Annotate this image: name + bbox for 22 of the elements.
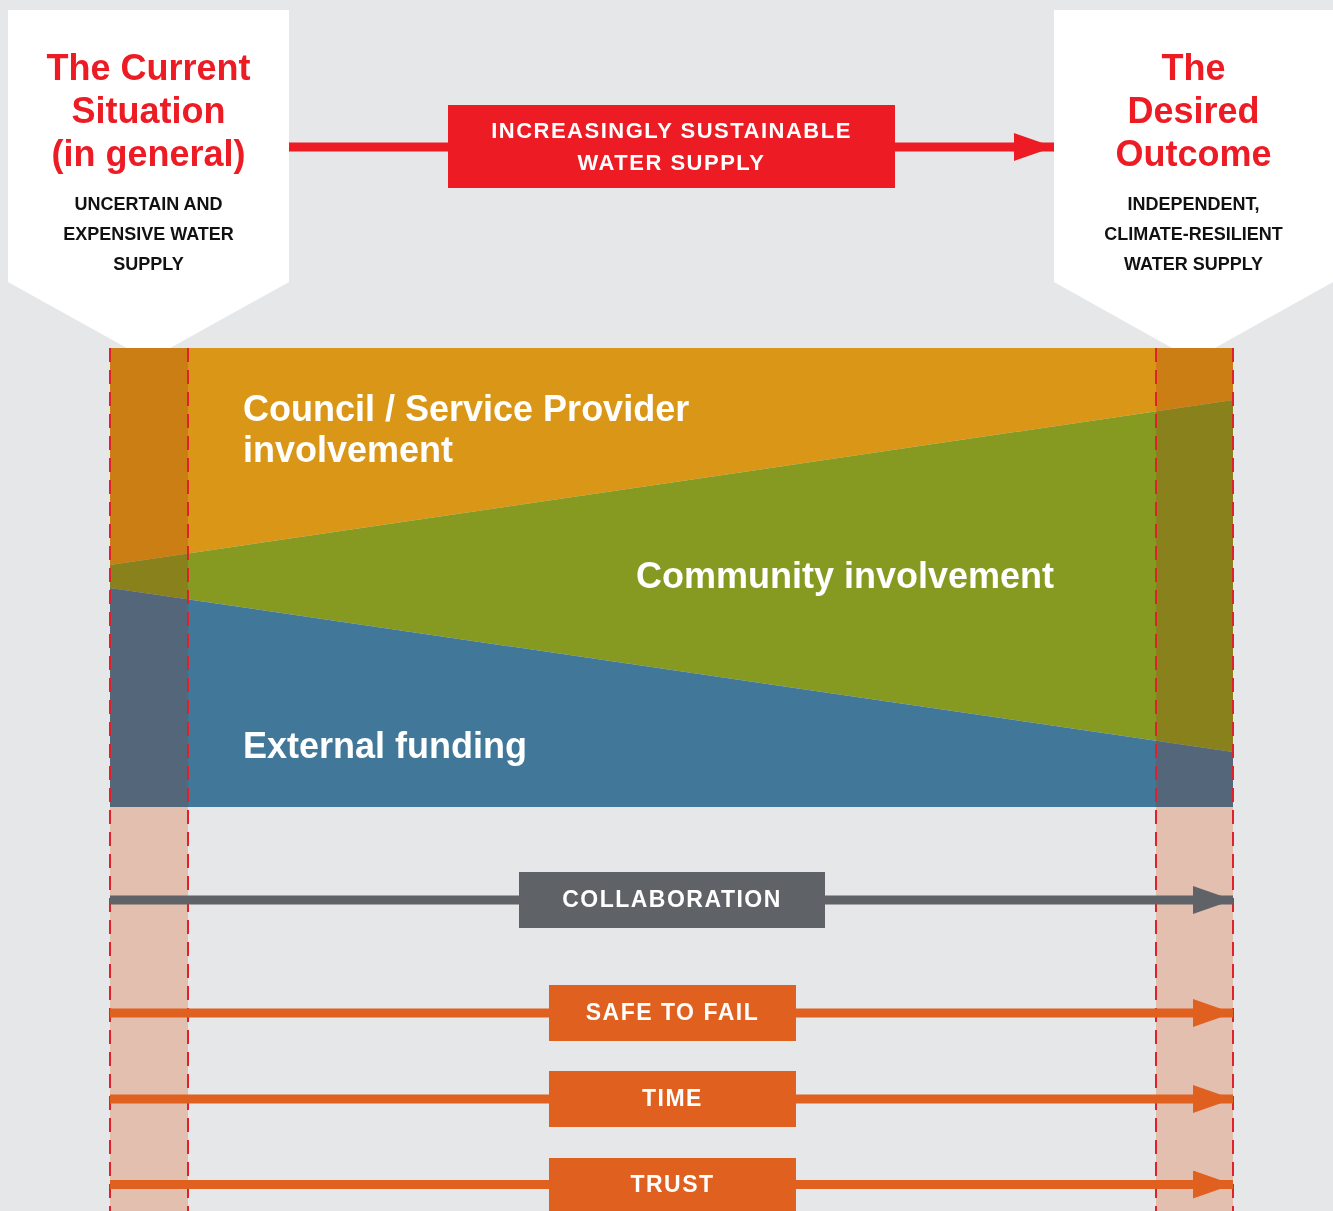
arrow — [796, 1085, 1233, 1113]
arrow — [895, 133, 1054, 161]
band-label: Council / Service Provider involvement — [243, 388, 691, 470]
label-box — [519, 872, 825, 928]
box-label: TIME — [642, 1084, 703, 1114]
arrow — [825, 886, 1233, 914]
band-label: External funding — [243, 725, 528, 766]
heading: The Desired Outcome — [1114, 46, 1273, 175]
description: INDEPENDENT, CLIMATE-RESILIENT WATER SUPPLY — [1103, 193, 1284, 276]
label-box — [549, 1071, 796, 1127]
box-label: TRUST — [630, 1169, 715, 1199]
box-label: INCREASINGLY SUSTAINABLE WATER SUPPLY — [490, 116, 853, 177]
label-box — [448, 105, 895, 188]
label-box — [549, 1158, 796, 1211]
label-box — [549, 985, 796, 1041]
band-label: Community involvement — [636, 555, 1056, 596]
box-label: SAFE TO FAIL — [585, 998, 760, 1028]
arrow — [796, 1170, 1233, 1199]
heading: The Current Situation (in general) — [45, 46, 252, 175]
description: UNCERTAIN AND EXPENSIVE WATER SUPPLY — [62, 193, 235, 276]
box-label: COLLABORATION — [562, 885, 782, 915]
arrow — [796, 999, 1233, 1027]
